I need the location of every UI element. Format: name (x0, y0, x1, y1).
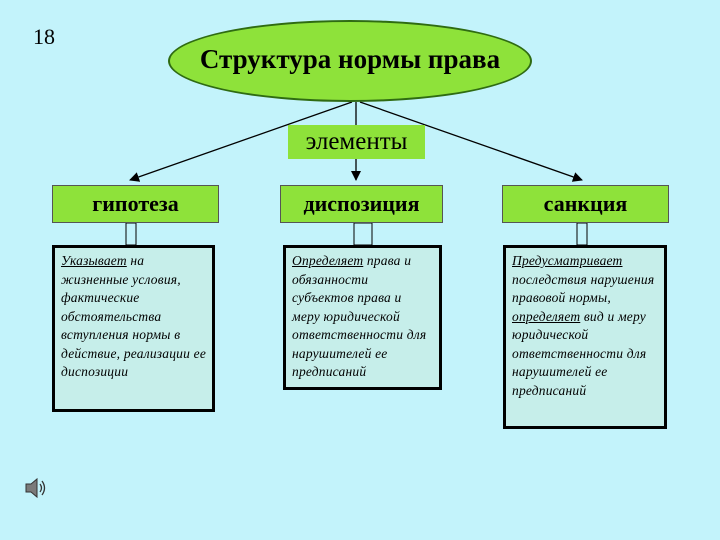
sanction-desc-part-1: Предусматривает (512, 253, 623, 268)
slide-number: 18 (33, 24, 55, 49)
title-ellipse: Структура нормы права (168, 20, 532, 102)
disposition-desc-part-1: Определяет (292, 253, 364, 268)
arrow-to-sanction (359, 101, 583, 182)
elements-label: элементы (288, 125, 425, 159)
speaker-icon[interactable] (24, 476, 46, 505)
category-disposition: диспозиция (280, 185, 443, 223)
disposition-description: Определяет права и обязанности субъектов… (283, 245, 442, 390)
sanction-desc-part-2: последствия нарушения правовой нормы, (512, 271, 655, 306)
sanction-desc-part-4: вид и меру юридической ответственности д… (512, 308, 647, 398)
disposition-desc-part-2: права и обязанности субъектов права и ме… (292, 253, 427, 379)
arrow-to-hypothesis (129, 101, 353, 182)
category-sanction: санкция (502, 185, 669, 223)
page-title: Структура нормы права (199, 43, 501, 74)
hypothesis-desc-part-2: на жизненные условия, фактические обстоя… (61, 253, 207, 379)
hypothesis-desc-part-1: Указывает (61, 253, 127, 268)
sanction-description: Предусматривает последствия нарушения пр… (503, 245, 667, 429)
sanction-desc-part-3: определяет (512, 308, 581, 324)
hypothesis-description: Указывает на жизненные условия, фактичес… (52, 245, 215, 412)
category-hypothesis: гипотеза (52, 185, 219, 223)
